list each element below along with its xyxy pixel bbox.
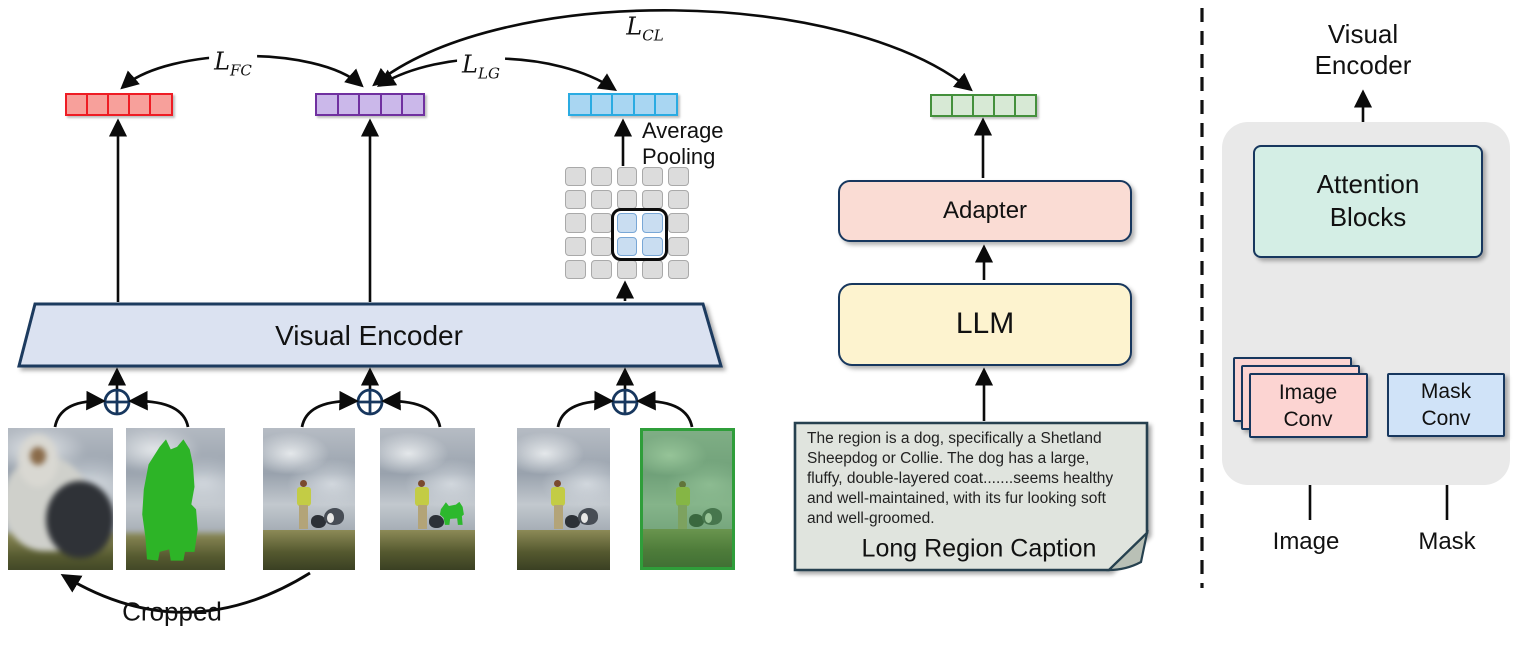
grid-cell xyxy=(565,236,586,256)
sum-node-2 xyxy=(356,388,384,416)
grid-cell xyxy=(668,167,689,187)
pooling-region-outline xyxy=(611,208,668,261)
token-cell xyxy=(632,93,657,116)
token-cell xyxy=(86,93,110,116)
token-cell xyxy=(107,93,131,116)
scene-photo-2 xyxy=(517,428,610,570)
token-cell xyxy=(358,93,382,116)
cropped-dog-mask-photo xyxy=(126,428,225,570)
grid-cell xyxy=(668,190,689,210)
grid-cell xyxy=(565,190,586,210)
llm-box xyxy=(838,283,1132,366)
grid-cell xyxy=(616,167,638,187)
grid-cell xyxy=(565,213,586,233)
grid-cell xyxy=(590,259,612,279)
attention-blocks-label: Attention Blocks xyxy=(1316,169,1420,232)
token-cell xyxy=(971,94,996,117)
scene-photo-green-dog xyxy=(380,428,475,570)
grid-cell xyxy=(616,213,638,233)
image-conv-box xyxy=(1249,373,1368,438)
grid-cell xyxy=(642,190,664,210)
visual-encoder-label: Visual Encoder xyxy=(275,320,463,351)
attention-blocks-box xyxy=(1253,145,1483,258)
sum-node-3 xyxy=(611,388,639,416)
token-cell xyxy=(930,94,954,117)
right-visual-encoder-title: Visual Encoder xyxy=(1314,19,1412,80)
grid-cell xyxy=(616,259,638,279)
grid-cell xyxy=(565,259,586,279)
image-input-label: Image xyxy=(1272,528,1340,555)
grid-cell xyxy=(616,190,638,210)
token-cell xyxy=(1013,94,1038,117)
arrow-photo6-to-sum3 xyxy=(636,390,694,428)
arrow-photo4-to-sum2 xyxy=(381,390,442,428)
mask-conv-label: Mask Conv xyxy=(1420,380,1472,430)
scene-photo-full-green xyxy=(640,428,735,570)
green-dog-mask xyxy=(439,501,464,525)
arrow-photo5-to-sum3 xyxy=(556,390,614,428)
image-conv-label: Image Conv xyxy=(1278,381,1338,431)
long-region-caption-label: Long Region Caption xyxy=(861,534,1097,563)
token-cell xyxy=(992,94,1017,117)
token-cell xyxy=(128,93,152,116)
llm-label: LLM xyxy=(955,307,1015,340)
loss-fc-label: LFC xyxy=(209,49,257,79)
blurry-dog-image xyxy=(8,428,113,570)
token-cell xyxy=(950,94,975,117)
grid-cell xyxy=(642,236,664,256)
grid-cell xyxy=(642,167,664,187)
token-cell xyxy=(401,93,425,116)
sum-node-1 xyxy=(103,388,131,416)
loss-cl-label: LCL xyxy=(621,14,669,44)
grid-cell xyxy=(668,236,689,256)
grid-cell xyxy=(642,259,664,279)
loss-lg-label: LLG xyxy=(457,52,505,82)
grid-cell xyxy=(565,167,586,187)
token-cell xyxy=(315,93,339,116)
grid-cell xyxy=(590,167,612,187)
mask-input-label: Mask xyxy=(1418,528,1476,555)
full-image-token-row xyxy=(315,93,425,116)
visual-encoder-trapezoid xyxy=(17,302,723,368)
arrow-cropped xyxy=(60,571,311,614)
cropped-label: Cropped xyxy=(122,596,222,627)
grid-cell xyxy=(668,259,689,279)
arrow-photo3-to-sum2 xyxy=(300,390,359,428)
pooled-region-token-row xyxy=(568,93,678,116)
grid-cell xyxy=(590,190,612,210)
token-cell xyxy=(336,93,361,116)
grid-cell xyxy=(668,213,689,233)
token-grid xyxy=(565,167,689,279)
cropped-region-token-row xyxy=(65,93,173,116)
adapter-label: Adapter xyxy=(942,197,1028,224)
loss-cl-arc xyxy=(372,9,973,92)
arrow-photo1-to-sum1 xyxy=(53,390,106,428)
grid-cell xyxy=(616,236,638,256)
arrow-photo2-to-sum1 xyxy=(128,390,190,428)
token-cell xyxy=(65,93,89,116)
token-cell xyxy=(379,93,404,116)
token-cell xyxy=(149,93,173,116)
scene-photo-1 xyxy=(263,428,355,570)
token-cell xyxy=(589,93,614,116)
caption-note-fold xyxy=(1106,529,1149,572)
mask-conv-box xyxy=(1387,373,1505,437)
grid-cell xyxy=(590,213,612,233)
grid-cell xyxy=(642,213,664,233)
grid-cell xyxy=(590,236,612,256)
green-tint-overlay xyxy=(643,431,732,567)
llm-caption-token-row xyxy=(930,94,1038,117)
token-cell xyxy=(654,93,678,116)
token-cell xyxy=(568,93,592,116)
cropped-dog-photo xyxy=(8,428,113,570)
average-pooling-label: Average Pooling xyxy=(642,118,724,169)
token-cell xyxy=(611,93,635,116)
region-caption-text: The region is a dog, specifically a Shet… xyxy=(807,430,1114,527)
adapter-box xyxy=(838,180,1132,242)
